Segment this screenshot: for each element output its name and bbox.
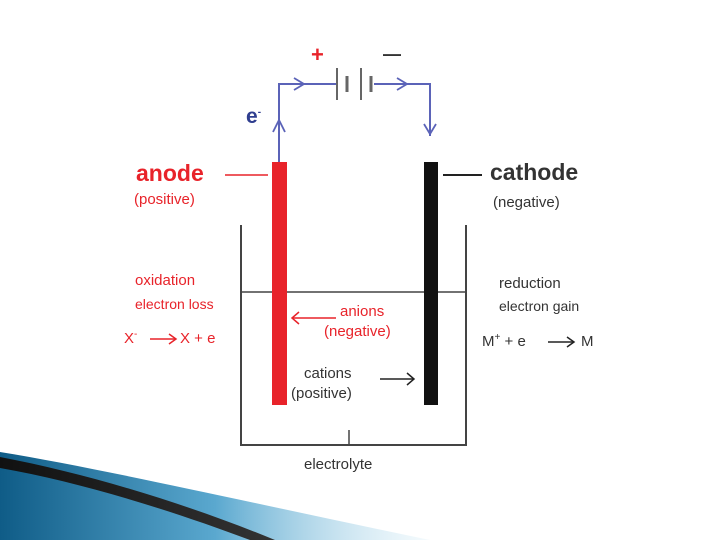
anode-title: anode bbox=[136, 160, 204, 186]
anode-electrode bbox=[272, 162, 287, 405]
anions-label: anions bbox=[340, 303, 385, 320]
electron-flow-arrows bbox=[272, 77, 437, 136]
cathode-title: cathode bbox=[490, 159, 579, 185]
cation-arrow bbox=[380, 372, 416, 386]
cations-charge: (positive) bbox=[291, 385, 352, 402]
anions-charge: (negative) bbox=[324, 323, 391, 340]
cathode-process-detail: electron gain bbox=[499, 298, 580, 314]
cathode-reaction-arrow bbox=[548, 336, 576, 348]
anode-reaction-reactant: X- bbox=[124, 329, 138, 347]
cations-label: cations bbox=[304, 365, 352, 382]
cathode-process: reduction bbox=[499, 275, 561, 292]
electron-label: e- bbox=[246, 106, 261, 127]
electrolyte-label: electrolyte bbox=[304, 456, 373, 473]
anode-polarity: (positive) bbox=[134, 191, 195, 208]
battery-symbol bbox=[336, 68, 373, 100]
anode-process-detail: electron loss bbox=[135, 296, 214, 312]
electron-symbol: e bbox=[246, 105, 258, 128]
cathode-electrode bbox=[424, 162, 438, 405]
anode-reaction-products: X + e bbox=[180, 330, 216, 347]
cathode-reaction-middle: + e bbox=[500, 333, 526, 350]
battery-positive-sign: + bbox=[311, 42, 324, 67]
anode-reactant-charge: - bbox=[134, 329, 138, 340]
electron-charge: - bbox=[257, 107, 262, 118]
anode-process: oxidation bbox=[135, 272, 196, 289]
corner-swoosh-decoration bbox=[0, 452, 430, 540]
anode-reaction-arrow bbox=[150, 333, 178, 345]
cathode-reactant-charge: + bbox=[494, 332, 501, 343]
cathode-reaction-product: M bbox=[581, 333, 594, 350]
anion-arrow bbox=[290, 311, 336, 325]
cathode-polarity: (negative) bbox=[493, 194, 560, 211]
battery-negative-sign: — bbox=[383, 44, 401, 64]
cathode-reaction-reactant: M bbox=[482, 333, 495, 350]
cathode-reaction-left: M+ + e bbox=[482, 332, 526, 350]
circuit-wire bbox=[278, 83, 431, 162]
